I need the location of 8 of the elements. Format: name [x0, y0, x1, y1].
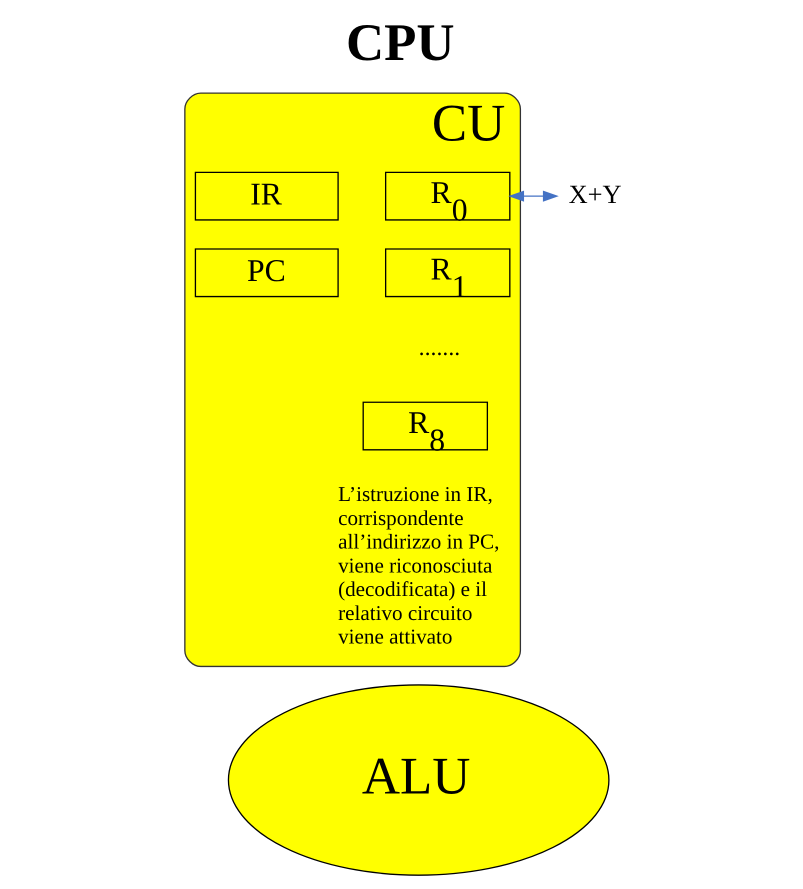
node-box: PC	[194, 248, 339, 298]
label: .......	[418, 335, 460, 362]
arrow	[508, 190, 559, 202]
label: L’istruzione in IR, corrispondente all’indirizzo in PC, viene riconosciuta (decodificata) e il relativo circuito viene attivato	[338, 482, 500, 649]
diagram-title: CPU	[346, 14, 455, 72]
node-ellipse: ALU	[228, 684, 610, 876]
node-box: IR	[194, 172, 339, 221]
node-text: X+Y	[568, 178, 622, 209]
